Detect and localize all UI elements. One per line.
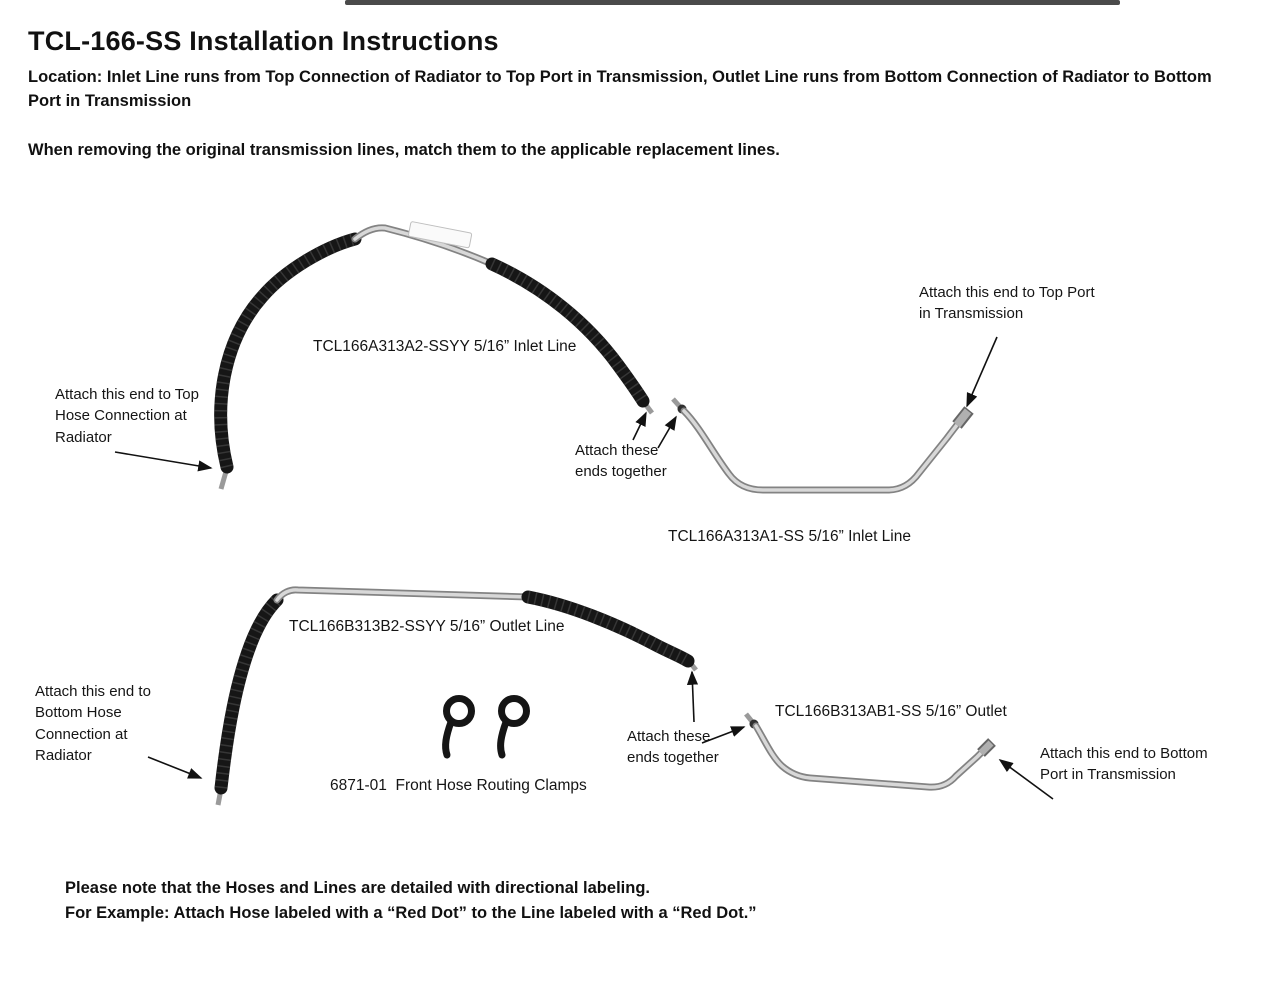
annotation-inlet-ends-together: Attach these ends together — [575, 442, 667, 481]
arrow-top-radiator — [114, 451, 213, 472]
part-label-tag — [408, 221, 473, 249]
hose-clamp-icon — [497, 695, 530, 759]
inlet-line-drawing — [671, 397, 974, 494]
hose-clamp-icon — [442, 695, 475, 759]
scan-artifact — [345, 0, 1120, 5]
note-line-2: For Example: Attach Hose labeled with a … — [65, 903, 757, 922]
arrow-inlet-ends-hose — [632, 411, 647, 441]
outlet-line-drawing — [744, 712, 996, 791]
annotation-outlet-ends-together: Attach these ends together — [627, 728, 719, 767]
directional-labeling-note: Please note that the Hoses and Lines are… — [65, 876, 757, 926]
arrow-inlet-ends-tube — [657, 415, 677, 449]
outlet-tube-label: TCL166B313AB1-SS 5/16” Outlet — [775, 703, 1007, 720]
outlet-hose-label: TCL166B313B2-SSYY 5/16” Outlet Line — [289, 618, 565, 635]
hose-clamps-drawing — [442, 695, 530, 759]
clamps-label: 6871-01 Front Hose Routing Clamps — [330, 777, 587, 794]
annotation-top-transmission: Attach this end to Top Port in Transmiss… — [919, 284, 1099, 323]
annotation-top-radiator: Attach this end to Top Hose Connection a… — [55, 386, 204, 446]
location-text: Location: Inlet Line runs from Top Conne… — [28, 68, 1217, 110]
outlet-hose-drawing — [214, 586, 698, 806]
arrow-bottom-transmission — [998, 759, 1054, 800]
arrow-outlet-ends-tube — [701, 726, 746, 744]
page-title: TCL-166-SS Installation Instructions — [28, 26, 499, 56]
inlet-hose-label: TCL166A313A2-SSYY 5/16” Inlet Line — [313, 338, 577, 355]
note-line-1: Please note that the Hoses and Lines are… — [65, 879, 650, 897]
inlet-hose-drawing — [214, 221, 654, 490]
arrow-outlet-ends-hose — [686, 670, 699, 723]
annotation-arrows — [114, 336, 1054, 800]
annotation-bottom-radiator: Attach this end to Bottom Hose Connectio… — [35, 683, 156, 764]
arrow-bottom-radiator — [147, 756, 203, 779]
annotation-bottom-transmission: Attach this end to Bottom Port in Transm… — [1040, 745, 1212, 784]
intro-text: When removing the original transmission … — [28, 141, 780, 159]
inlet-tube-label: TCL166A313A1-SS 5/16” Inlet Line — [668, 528, 911, 545]
arrow-top-transmission — [966, 336, 998, 408]
